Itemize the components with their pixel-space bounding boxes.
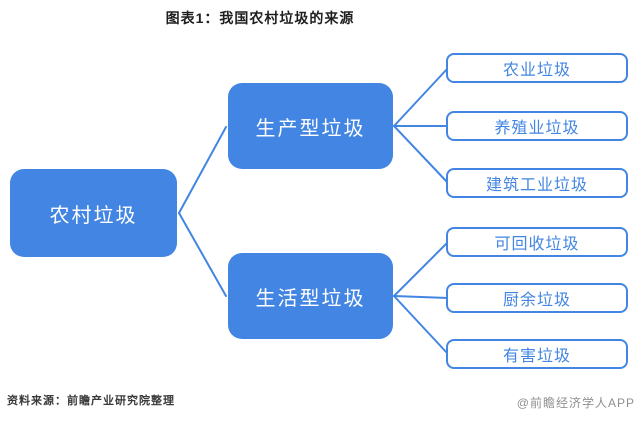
- connector-line: [393, 125, 449, 184]
- connector-line: [393, 241, 449, 297]
- source-note: 资料来源：前瞻产业研究院整理: [7, 395, 175, 407]
- node-kitchen-waste: 厨余垃圾: [446, 283, 628, 313]
- node-recyclable-waste: 可回收垃圾: [446, 227, 628, 257]
- node-hazardous-waste: 有害垃圾: [446, 339, 628, 369]
- watermark-text: @前瞻经济学人APP: [516, 396, 635, 410]
- connector-line: [178, 126, 227, 214]
- node-breeding-waste: 养殖业垃圾: [446, 111, 628, 141]
- node-production-waste: 生产型垃圾: [228, 83, 393, 169]
- chart-title: 图表1：我国农村垃圾的来源: [165, 10, 355, 26]
- node-agricultural-waste: 农业垃圾: [446, 53, 628, 83]
- connector-line: [393, 295, 449, 299]
- connector-line: [393, 295, 449, 355]
- connector-line: [178, 212, 227, 297]
- node-rural-waste: 农村垃圾: [10, 169, 177, 257]
- node-living-waste: 生活型垃圾: [228, 253, 393, 339]
- node-construction-waste: 建筑工业垃圾: [446, 168, 628, 198]
- connector-line: [393, 67, 449, 127]
